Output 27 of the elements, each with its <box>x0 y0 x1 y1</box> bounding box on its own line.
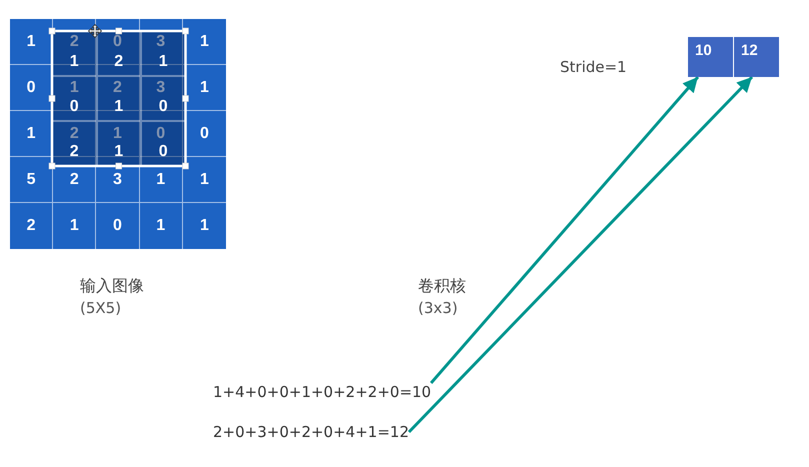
arrow <box>408 76 754 434</box>
pixel-cell: 5 <box>10 157 54 203</box>
size-label: (3x3) <box>418 299 458 317</box>
pixel-cell: 1 <box>10 19 54 65</box>
pixel-cell: 2 <box>10 203 54 249</box>
arrow <box>430 76 700 384</box>
pixel-cell: 3 <box>96 157 140 203</box>
pixel-cell: 2 <box>53 157 96 203</box>
pixel-cell: 1 <box>182 203 226 249</box>
pixel-cell: 1 <box>10 111 54 157</box>
output-cell: 12 <box>734 37 779 77</box>
sum-formula: 2+0+3+0+2+0+4+1=12 <box>213 423 409 441</box>
pixel-cell: 0 <box>96 203 140 249</box>
pixel-cell: 1 <box>140 157 183 203</box>
output-cell: 10 <box>688 37 733 77</box>
sum-formula: 1+4+0+0+1+0+2+2+0=10 <box>213 383 432 401</box>
kernel-caption: 卷积核 <box>418 276 466 296</box>
image-caption: 输入图像 <box>80 276 144 296</box>
pixel-cell: 1 <box>182 19 226 65</box>
pixel-cell: 1 <box>53 203 96 249</box>
pixel-cell: 1 <box>140 203 183 249</box>
stride-label: Stride=1 <box>560 58 627 76</box>
pixel-cell: 0 <box>10 65 54 111</box>
pixel-cell: 0 <box>182 111 226 157</box>
pixel-cell: 1 <box>182 157 226 203</box>
pixel-cell: 1 <box>182 65 226 111</box>
size-label: (5X5) <box>80 299 122 317</box>
